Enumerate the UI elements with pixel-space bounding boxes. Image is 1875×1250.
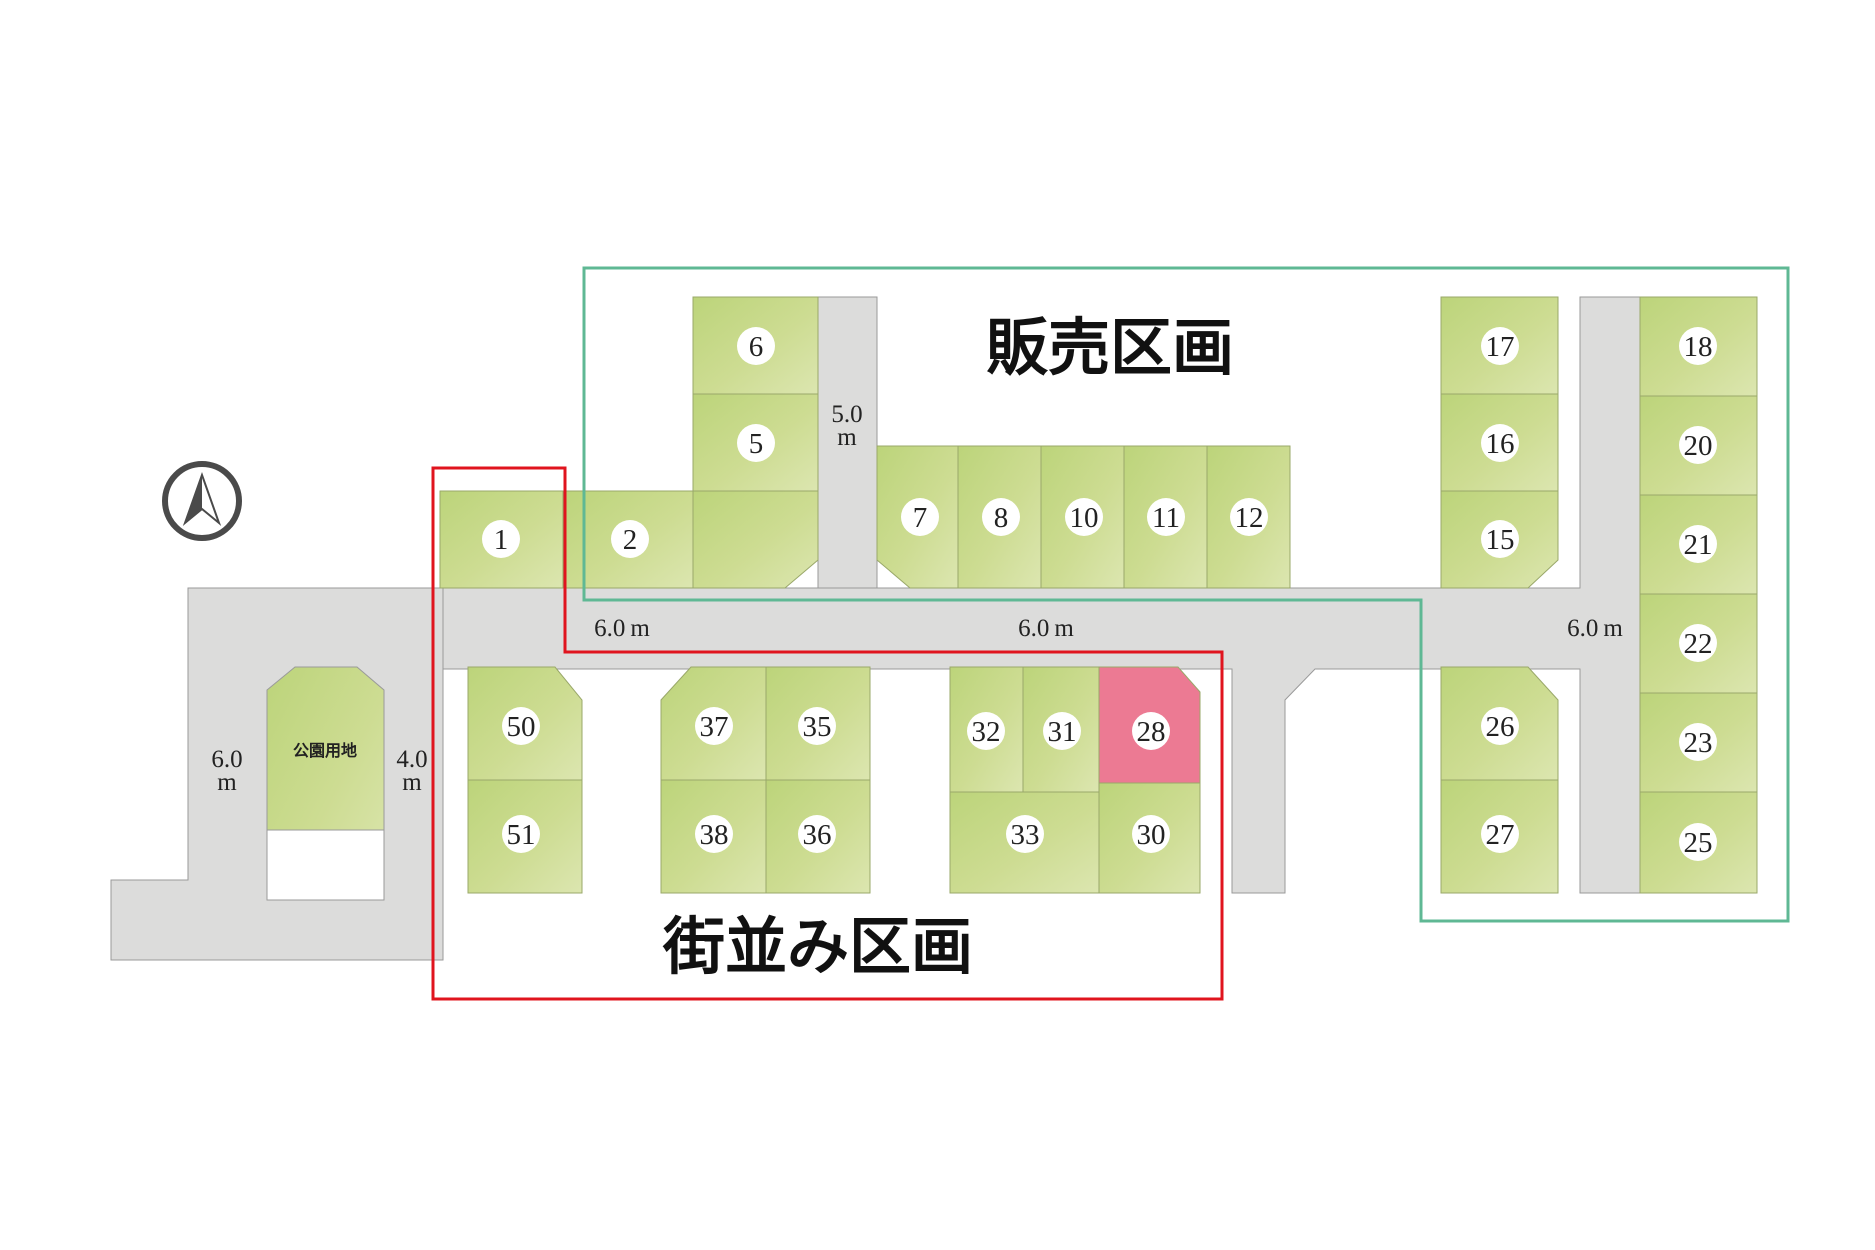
lot-number-bubble <box>901 498 939 536</box>
lot-unnumbered[interactable] <box>692 490 819 589</box>
lot-number-bubble <box>1679 426 1717 464</box>
sale-zone-outline <box>582 266 1790 923</box>
north-road-width-1: 5.0 <box>831 401 862 428</box>
left-road-width-2: m <box>217 769 237 796</box>
lot-number-18: 18 <box>1684 331 1713 363</box>
lot-number-bubble <box>695 815 733 853</box>
lot-number-bubble <box>1481 815 1519 853</box>
road-width-labels: 6.0 m 6.0 m 6.0 m 6.0 m 4.0 m 5.0 m <box>211 401 1623 796</box>
middle-road-width: 6.0 m <box>1018 615 1074 642</box>
lot-number-bubble <box>1006 815 1044 853</box>
lot-number-25: 25 <box>1684 827 1713 859</box>
right-road-width: 6.0 m <box>1567 615 1623 642</box>
sale-zone-label: 販売区画 <box>986 311 1234 384</box>
left-road-width-1: 6.0 <box>211 746 242 773</box>
lot-number-bubble <box>1679 624 1717 662</box>
lot-number-bubble <box>1679 525 1717 563</box>
lot-number-30: 30 <box>1137 819 1166 851</box>
lot-number-bubble <box>982 498 1020 536</box>
lot-number-bubble <box>1230 498 1268 536</box>
lot-number-bubble <box>1132 712 1170 750</box>
narrow-road-width-1: 4.0 <box>396 746 427 773</box>
lot-number-bubble <box>1679 823 1717 861</box>
lot-number-bubble <box>482 520 520 558</box>
lot-number-bubble <box>737 327 775 365</box>
lot-number-26: 26 <box>1486 711 1515 743</box>
townscape-zone-label: 街並み区画 <box>662 910 973 983</box>
lot-number-bubble <box>502 815 540 853</box>
lot-number-bubble <box>967 712 1005 750</box>
lot-number-50: 50 <box>507 711 536 743</box>
lot-number-16: 16 <box>1486 428 1515 460</box>
lot-number-6: 6 <box>749 331 764 363</box>
lot-number-bubble <box>1065 498 1103 536</box>
north-arrow-icon <box>162 461 242 541</box>
lot-number-bubble <box>1679 327 1717 365</box>
lot-number-bubble <box>1481 424 1519 462</box>
townscape-zone-outline <box>431 466 1224 1001</box>
lot-number-bubble <box>1679 723 1717 761</box>
lot-number-11: 11 <box>1152 502 1180 534</box>
lot-number-31: 31 <box>1048 716 1077 748</box>
park-label: 公園用地 <box>293 741 357 760</box>
lot-number-22: 22 <box>1684 628 1713 660</box>
lot-number-32: 32 <box>972 716 1001 748</box>
park-white-area <box>266 829 385 901</box>
lot-number-51: 51 <box>507 819 536 851</box>
lot-number-23: 23 <box>1684 727 1713 759</box>
lot-number-21: 21 <box>1684 529 1713 561</box>
lot-number-1: 1 <box>494 524 509 556</box>
lot-number-bubble <box>798 707 836 745</box>
lot-number-bubble <box>695 707 733 745</box>
lots <box>439 296 1758 894</box>
lot-number-bubble <box>1132 815 1170 853</box>
lot-number-2: 2 <box>623 524 638 556</box>
lot-number-bubble <box>1481 520 1519 558</box>
lot-number-15: 15 <box>1486 524 1515 556</box>
lot-number-17: 17 <box>1486 331 1515 363</box>
lot-number-36: 36 <box>803 819 832 851</box>
lot-number-bubble <box>502 707 540 745</box>
lot-number-10: 10 <box>1070 502 1099 534</box>
lot-number-bubble <box>1481 707 1519 745</box>
lot-number-bubble <box>1147 498 1185 536</box>
lot-number-27: 27 <box>1486 819 1515 851</box>
lot-number-bubble <box>798 815 836 853</box>
lot-number-20: 20 <box>1684 430 1713 462</box>
lot-number-12: 12 <box>1235 502 1264 534</box>
park-area: 公園用地 <box>266 666 385 901</box>
lot-number-38: 38 <box>700 819 729 851</box>
lot-number-5: 5 <box>749 428 764 460</box>
lot-number-7: 7 <box>913 502 928 534</box>
lot-number-33: 33 <box>1011 819 1040 851</box>
lot-number-bubble <box>737 424 775 462</box>
north-road-width-2: m <box>837 424 857 451</box>
lot-number-8: 8 <box>994 502 1009 534</box>
lot-number-37: 37 <box>700 711 729 743</box>
lot-number-28: 28 <box>1137 716 1166 748</box>
lot-number-35: 35 <box>803 711 832 743</box>
lot-number-bubble <box>1481 327 1519 365</box>
narrow-road-width-2: m <box>402 769 422 796</box>
lot-number-bubble <box>611 520 649 558</box>
lot-number-bubble <box>1043 712 1081 750</box>
main-road-width: 6.0 m <box>594 615 650 642</box>
